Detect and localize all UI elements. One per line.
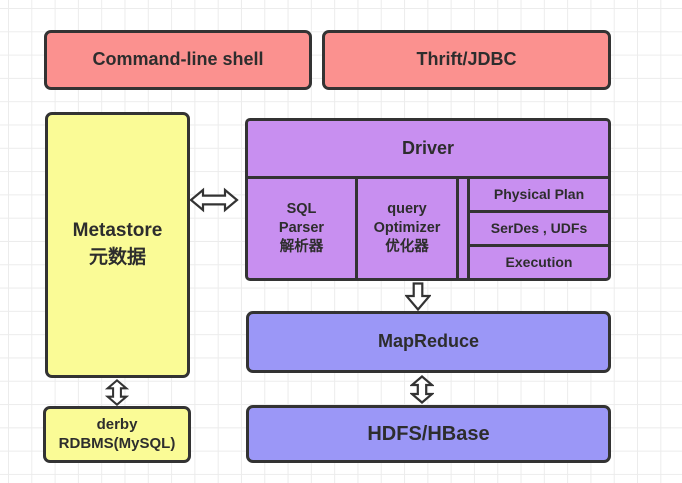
connector-metastore-driver <box>189 186 239 214</box>
node-label: Command-line shell <box>92 49 264 70</box>
down-arrow-icon <box>405 282 431 311</box>
node-label: Execution <box>505 254 573 271</box>
node-label-line1: Metastore <box>72 220 163 242</box>
node-metastore: Metastore 元数据 <box>45 112 190 378</box>
node-thrift-jdbc: Thrift/JDBC <box>322 30 611 90</box>
node-label: SerDes , UDFs <box>490 220 588 237</box>
node-label-line3: 解析器 <box>279 238 324 255</box>
connector-mapreduce-hdfs <box>410 375 434 404</box>
node-label-line3: 优化器 <box>385 238 429 255</box>
node-label-line1: derby <box>96 415 138 433</box>
node-sql-parser: SQL Parser 解析器 <box>248 179 358 278</box>
node-execution: Execution <box>470 247 608 278</box>
node-label: MapReduce <box>377 331 480 352</box>
connector-driver-mapreduce <box>405 282 431 311</box>
driver-right-column: Physical Plan SerDes , UDFs Execution <box>467 179 608 278</box>
node-label: HDFS/HBase <box>367 423 490 445</box>
connector-metastore-derby <box>105 379 129 406</box>
node-query-optimizer: query Optimizer 优化器 <box>358 179 459 278</box>
left-right-double-arrow-icon <box>189 187 239 213</box>
node-label-line1: SQL <box>286 201 317 218</box>
node-mapreduce: MapReduce <box>246 311 611 373</box>
node-label-line2: Parser <box>278 220 325 237</box>
node-label-line2: RDBMS(MySQL) <box>58 434 176 452</box>
node-label-line2: Optimizer <box>373 220 441 237</box>
node-command-line-shell: Command-line shell <box>44 30 312 90</box>
node-physical-plan: Physical Plan <box>470 179 608 213</box>
up-down-double-arrow-icon <box>410 375 434 404</box>
driver-body-gap <box>459 179 467 278</box>
node-hdfs-hbase: HDFS/HBase <box>246 405 611 463</box>
node-label: Thrift/JDBC <box>416 49 517 70</box>
node-derby-rdbms: derby RDBMS(MySQL) <box>43 406 191 463</box>
driver-header: Driver <box>248 121 608 179</box>
node-label: Physical Plan <box>493 186 585 203</box>
driver-body: SQL Parser 解析器 query Optimizer 优化器 Physi… <box>248 179 608 278</box>
node-label: Driver <box>401 137 455 158</box>
up-down-double-arrow-icon <box>105 379 129 406</box>
node-label-line1: query <box>387 201 427 218</box>
node-driver: Driver SQL Parser 解析器 query Optimizer 优化… <box>245 118 611 281</box>
node-serdes-udfs: SerDes , UDFs <box>470 213 608 247</box>
node-label-line2: 元数据 <box>88 247 146 268</box>
